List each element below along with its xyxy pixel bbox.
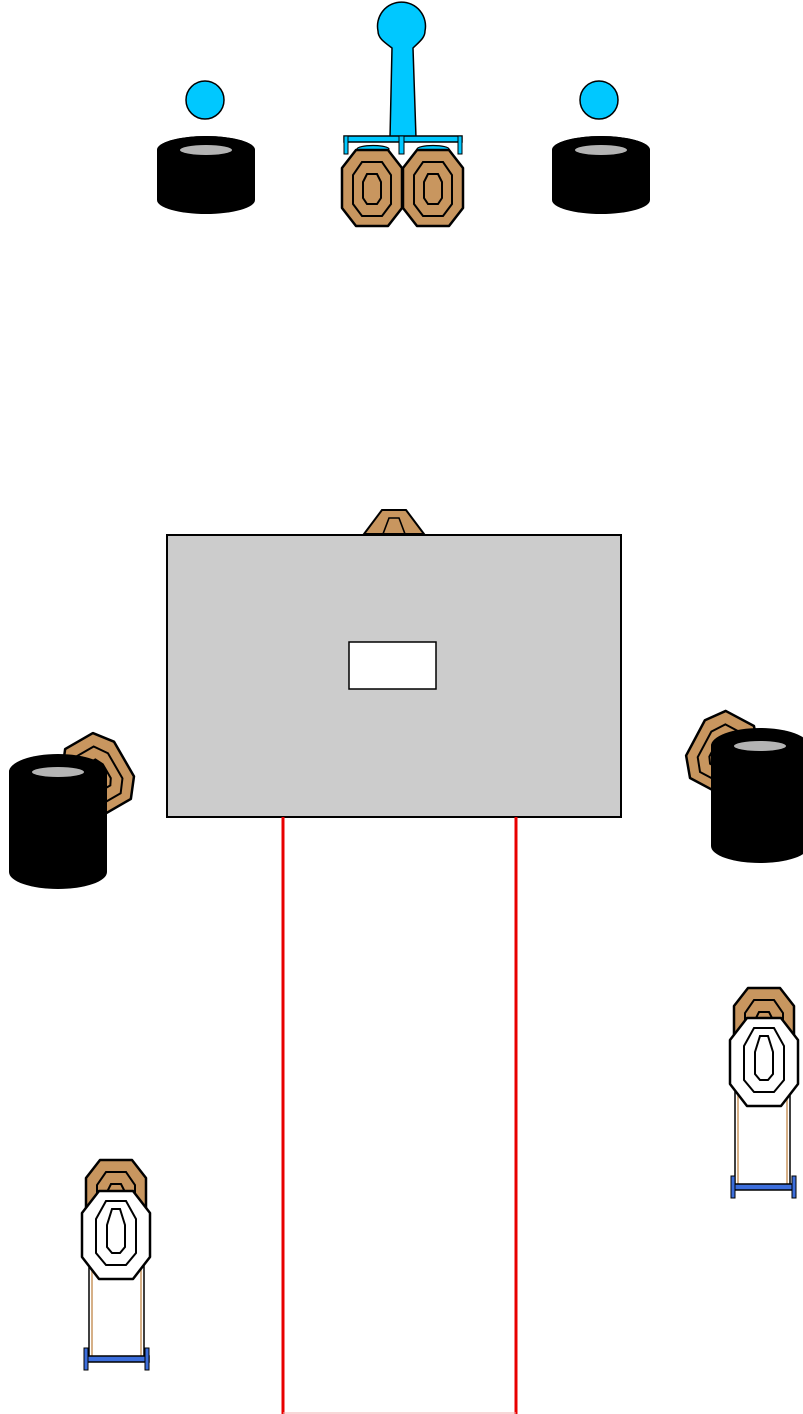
tire-stack-right: [711, 728, 803, 863]
steel-swinger: [376, 1, 427, 139]
target-stand-left: [80, 1158, 152, 1371]
cardboard-top-right: [401, 148, 465, 228]
popper-left-head: [185, 80, 225, 120]
barricade-window: [348, 641, 437, 690]
cardboard-behind-wall: [362, 509, 426, 535]
target-stand-right: [728, 986, 800, 1199]
cardboard-top-left: [340, 148, 404, 228]
tire-stack-top-right: [552, 136, 650, 214]
tire-stack-left: [9, 754, 107, 889]
fault-lines: [281, 817, 518, 1414]
tire-stack-top-left: [157, 136, 255, 214]
popper-right-head: [579, 80, 619, 120]
